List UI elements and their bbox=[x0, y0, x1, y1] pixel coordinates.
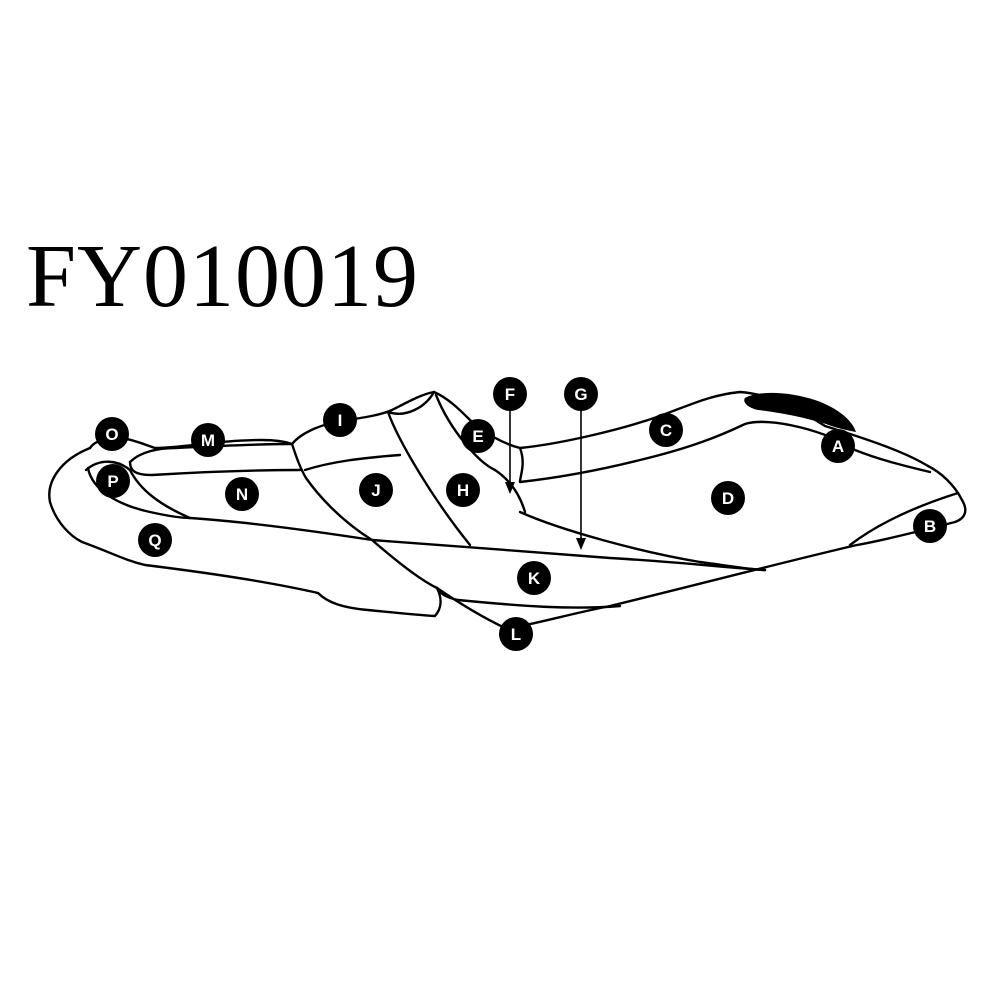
label-badge-e: E bbox=[461, 419, 495, 453]
label-badge-g: G bbox=[564, 377, 598, 411]
label-badge-m: M bbox=[191, 423, 225, 457]
badge-circle bbox=[191, 423, 225, 457]
badge-circle bbox=[225, 477, 259, 511]
label-arrows bbox=[505, 404, 586, 550]
handle-mark bbox=[744, 392, 856, 432]
label-badge-l: L bbox=[499, 617, 533, 651]
part-code-title: FY010019 bbox=[26, 227, 420, 326]
badge-circle bbox=[711, 481, 745, 515]
badge-circle bbox=[359, 473, 393, 507]
badge-circle bbox=[323, 403, 357, 437]
label-badge-c: C bbox=[649, 413, 683, 447]
badge-letter: L bbox=[511, 625, 521, 644]
badge-circle bbox=[138, 523, 172, 557]
badge-letter: H bbox=[457, 481, 469, 500]
rear-lower-seam bbox=[128, 460, 302, 477]
label-badge-q: Q bbox=[138, 523, 172, 557]
label-badge-a: A bbox=[821, 429, 855, 463]
badge-letter: F bbox=[505, 385, 515, 404]
badge-letter: B bbox=[924, 517, 936, 536]
arrow-g-head bbox=[576, 538, 586, 550]
label-badge-f: F bbox=[493, 377, 527, 411]
badge-letter: D bbox=[722, 489, 734, 508]
seat-outline bbox=[48, 390, 967, 630]
front-ridge bbox=[518, 420, 932, 484]
center-inner-seam bbox=[434, 393, 527, 514]
badge-letter: G bbox=[574, 385, 587, 404]
badge-letter: P bbox=[107, 472, 118, 491]
badge-letter: C bbox=[660, 421, 672, 440]
rear-side-seam bbox=[128, 468, 374, 542]
badge-letter: J bbox=[371, 481, 380, 500]
badge-circle bbox=[821, 429, 855, 463]
badge-letter: O bbox=[105, 425, 118, 444]
label-badge-o: O bbox=[95, 417, 129, 451]
mid-body-seam bbox=[303, 453, 402, 472]
label-badge-j: J bbox=[359, 473, 393, 507]
rear-panel-seam bbox=[128, 442, 294, 464]
arrow-f-head bbox=[505, 482, 515, 494]
rear-edge-seam bbox=[84, 460, 132, 472]
label-badge-k: K bbox=[517, 561, 551, 595]
label-badge-b: B bbox=[913, 509, 947, 543]
badge-letter: M bbox=[201, 431, 215, 450]
callout-badges: A B C D E F G H I J K L M N O P Q bbox=[95, 377, 947, 651]
label-badge-h: H bbox=[446, 473, 480, 507]
badge-circle bbox=[96, 464, 130, 498]
badge-circle bbox=[913, 509, 947, 543]
badge-circle bbox=[564, 377, 598, 411]
label-badge-i: I bbox=[323, 403, 357, 437]
label-badge-n: N bbox=[225, 477, 259, 511]
badge-letter: Q bbox=[148, 531, 161, 550]
badge-letter: E bbox=[472, 427, 483, 446]
badge-circle bbox=[493, 377, 527, 411]
badge-letter: A bbox=[832, 437, 844, 456]
center-back-seam bbox=[386, 390, 472, 547]
front-lower-seam bbox=[848, 491, 960, 547]
badge-circle bbox=[517, 561, 551, 595]
badge-circle bbox=[499, 617, 533, 651]
badge-letter: K bbox=[528, 569, 541, 588]
seat-bottom-edge bbox=[48, 446, 967, 630]
badge-letter: N bbox=[236, 485, 248, 504]
label-badge-d: D bbox=[711, 481, 745, 515]
badge-letter: I bbox=[338, 411, 343, 430]
lower-skirt-seam bbox=[435, 586, 622, 609]
badge-circle bbox=[446, 473, 480, 507]
rear-tail-seam bbox=[86, 466, 192, 520]
badge-circle bbox=[95, 417, 129, 451]
badge-circle bbox=[461, 419, 495, 453]
rear-upper-seam bbox=[290, 442, 439, 590]
label-badge-p: P bbox=[96, 464, 130, 498]
badge-circle bbox=[649, 413, 683, 447]
side-panel-seam bbox=[370, 538, 767, 572]
